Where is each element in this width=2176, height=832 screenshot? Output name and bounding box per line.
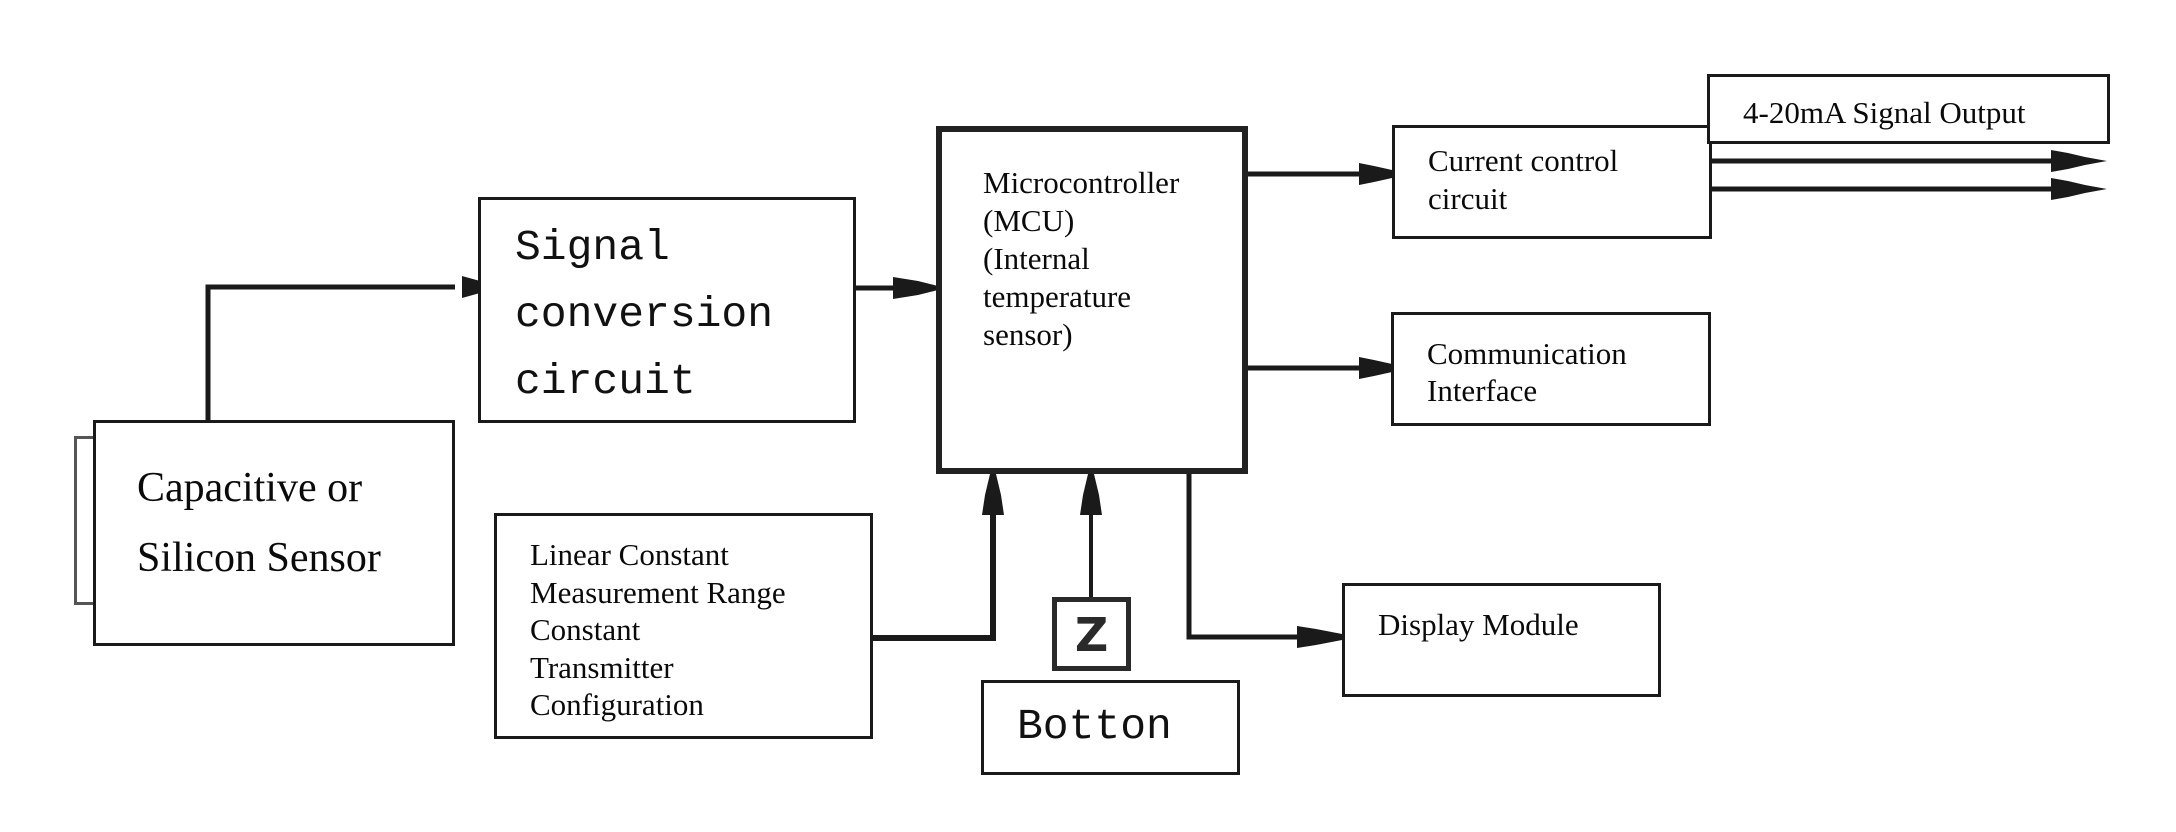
configuration-label: Linear Constant Measurement Range Consta… — [530, 536, 786, 724]
mcu-label-line: (MCU) — [983, 203, 1075, 238]
sensor-label-line: Capacitive or — [137, 465, 363, 511]
signal-conversion-label-line: Signal — [515, 223, 670, 272]
signal-output-label: 4-20mA Signal Output — [1743, 94, 2025, 132]
configuration-block: Linear Constant Measurement Range Consta… — [494, 513, 873, 739]
mcu-label-line: Microcontroller — [983, 165, 1180, 200]
mcu-label-line: temperature — [983, 279, 1132, 314]
communication-interface-label-line: Interface — [1427, 373, 1538, 408]
button-switch-icon: Z — [1052, 597, 1131, 671]
signal-output-block: 4-20mA Signal Output — [1707, 74, 2110, 144]
current-control-label: Current control circuit — [1428, 142, 1618, 218]
configuration-label-line: Linear Constant — [530, 537, 729, 572]
arrowhead-output-lower — [2051, 178, 2107, 200]
button-symbol-label: Z — [1074, 608, 1109, 662]
display-module-label-line: Display Module — [1378, 607, 1579, 642]
arrowhead-output-upper — [2051, 150, 2107, 172]
configuration-label-line: Configuration — [530, 687, 704, 722]
current-control-label-line: Current control — [1428, 143, 1619, 178]
current-control-block: Current control circuit — [1392, 125, 1712, 239]
button-block: Botton — [981, 680, 1240, 775]
signal-conversion-block: Signal conversion circuit — [478, 197, 856, 423]
communication-interface-block: Communication Interface — [1391, 312, 1711, 426]
arrowhead-to-mcu-left — [893, 277, 946, 299]
arrowhead-to-communication — [1359, 357, 1392, 379]
arrowhead-button-to-mcu — [1080, 474, 1102, 515]
sensor-housing-bracket — [74, 436, 96, 605]
sensor-label: Capacitive or Silicon Sensor — [137, 453, 381, 593]
mcu-block: Microcontroller (MCU) (Internal temperat… — [936, 126, 1248, 474]
arrowhead-to-current — [1359, 163, 1392, 185]
communication-interface-label: Communication Interface — [1427, 335, 1627, 409]
display-module-label: Display Module — [1378, 606, 1579, 643]
display-module-block: Display Module — [1342, 583, 1661, 697]
sensor-block: Capacitive or Silicon Sensor — [93, 420, 455, 646]
arrowhead-config-to-mcu — [982, 474, 1004, 515]
arrowhead-to-display — [1297, 626, 1342, 648]
signal-output-label-line: 4-20mA Signal Output — [1743, 95, 2026, 130]
wire-sensor-to-signal — [205, 284, 455, 420]
configuration-label-line: Transmitter — [530, 649, 674, 685]
sensor-label-line: Silicon Sensor — [137, 535, 381, 581]
signal-conversion-label-line: circuit — [515, 357, 696, 406]
current-control-label-line: circuit — [1428, 181, 1508, 216]
wire-mcu-to-display — [1186, 471, 1312, 640]
arrowhead-to-signal — [462, 276, 480, 298]
communication-interface-label-line: Communication — [1427, 336, 1627, 371]
button-label-line: Botton — [1017, 702, 1172, 751]
mcu-label-line: sensor) — [983, 317, 1073, 352]
signal-conversion-label-line: conversion — [515, 290, 774, 339]
mcu-label-line: (Internal — [983, 241, 1090, 276]
wire-config-to-mcu — [871, 512, 996, 641]
configuration-label-line: Constant — [530, 612, 641, 647]
signal-conversion-label: Signal conversion circuit — [515, 214, 773, 415]
configuration-label-line: Measurement Range — [530, 574, 786, 610]
mcu-label: Microcontroller (MCU) (Internal temperat… — [983, 164, 1179, 354]
button-label: Botton — [1017, 697, 1172, 757]
